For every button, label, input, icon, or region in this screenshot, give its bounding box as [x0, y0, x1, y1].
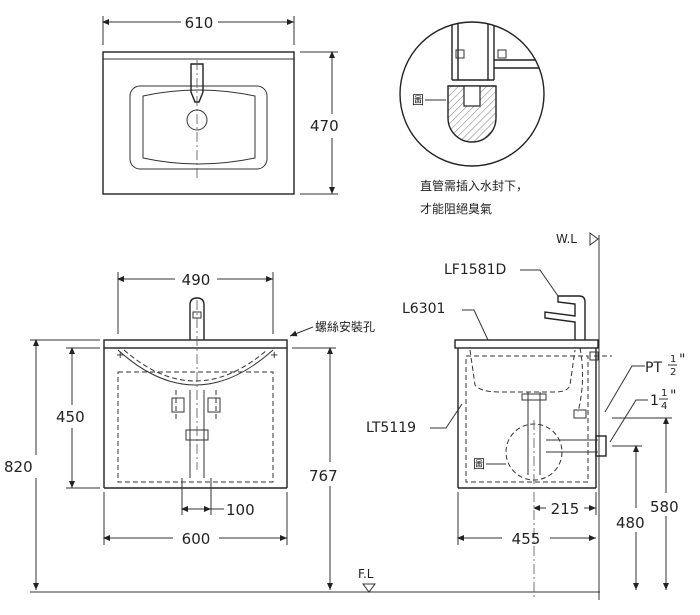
drain-size-denominator: 4: [661, 401, 667, 412]
front-height-767-dimension: 767: [309, 467, 338, 485]
top-view-countertop: [102, 51, 295, 195]
front-height-450-dimension: 450: [56, 408, 85, 426]
side-drain-offset-dimension: 215: [551, 500, 580, 518]
side-callout: 圖: [473, 457, 485, 471]
screw-hole-label: 螺絲安裝孔: [315, 319, 375, 334]
front-basin-top: [103, 339, 288, 349]
detail-view: 圖 直管需插入水封下， 才能阻絕臭氣: [399, 21, 545, 216]
front-cabinet-inner: [117, 371, 274, 483]
front-basin-width-dimension: 490: [182, 271, 211, 289]
pt-thread-label: PT: [645, 360, 662, 376]
front-pipe-spacing-dimension: 100: [226, 501, 255, 519]
side-faucet: [544, 295, 586, 340]
top-view-basin: [129, 85, 268, 170]
side-wall-drain-fitting: [595, 435, 607, 457]
side-supply-height-dimension: 580: [650, 498, 679, 516]
wall-marker-icon: [589, 232, 599, 246]
top-width-dimension: 610: [185, 14, 214, 32]
front-cabinet-width-dimension: 600: [182, 530, 211, 548]
side-drain-height-dimension: 480: [616, 514, 645, 532]
front-basin-bowl: [117, 349, 274, 386]
front-view: + + 490 螺絲安裝孔 450 820: [4, 271, 375, 590]
top-view-faucet: [190, 63, 204, 103]
svg-text:+: +: [116, 350, 124, 361]
wall-label: W.L: [556, 232, 577, 246]
pt-thread-numerator: 1: [670, 354, 676, 365]
side-basin-top: [454, 339, 599, 349]
detail-note-line1: 直管需插入水封下，: [420, 178, 528, 193]
side-depth-dimension: 455: [512, 530, 541, 548]
top-view: 610 470: [102, 14, 339, 195]
cabinet-model-label: LT5119: [366, 420, 416, 436]
detail-callout: 圖: [412, 93, 424, 107]
faucet-model-label: LF1581D: [444, 262, 506, 278]
detail-note-line2: 才能阻絕臭氣: [420, 201, 492, 216]
front-height-820-dimension: 820: [4, 458, 33, 476]
basin-model-label: L6301: [402, 301, 445, 317]
front-faucet: [189, 297, 205, 340]
drain-size-numerator: 1: [661, 388, 667, 399]
floor-label: F.L: [358, 567, 374, 581]
side-view: W.L 圖 LF1581D L6301 LT5119: [366, 232, 685, 600]
drain-size-inch-mark: ": [670, 388, 676, 404]
svg-text:+: +: [270, 350, 278, 361]
pt-thread-denominator: 2: [670, 367, 676, 378]
side-cabinet-inner: [465, 355, 589, 483]
detail-circle: [399, 21, 545, 167]
drain-size-whole: 1: [650, 393, 659, 409]
pt-thread-inch-mark: ": [679, 352, 685, 368]
top-depth-dimension: 470: [310, 117, 339, 135]
floor-marker-icon: [362, 583, 376, 593]
